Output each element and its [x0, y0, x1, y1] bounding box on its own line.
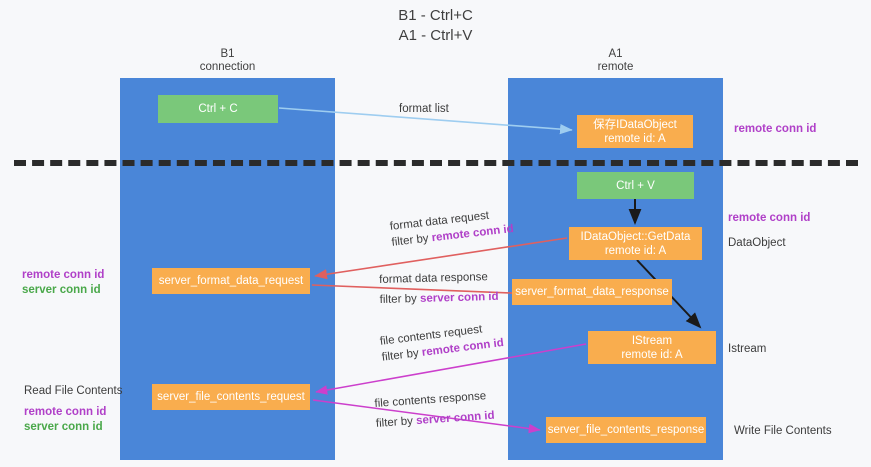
filter-key-server-conn-id: server conn id — [415, 409, 495, 428]
lane-header-a1-name: A1 — [608, 48, 623, 60]
annotation-read-file-contents: Read File Contents — [24, 385, 123, 397]
node-save-idataobject-label: 保存IDataObject — [593, 118, 677, 131]
filter-prefix: filter by — [379, 292, 421, 306]
filter-key-server-conn-id: server conn id — [419, 290, 499, 305]
edge-label-format-data-response: format data response filter by server co… — [379, 269, 499, 308]
node-server-format-data-request-label: server_format_data_request — [158, 275, 304, 287]
node-server-format-data-request[interactable]: server_format_data_request — [152, 268, 310, 294]
section-divider — [14, 160, 858, 166]
node-server-format-data-response[interactable]: server_format_data_response — [512, 279, 672, 305]
node-server-format-data-response-label: server_format_data_response — [515, 286, 669, 298]
edge-label-format-data-response-title: format data response — [379, 271, 489, 286]
edge-label-file-contents-response: file contents response filter by server … — [374, 388, 495, 432]
node-idataobject-getdata-label: IDataObject::GetData — [580, 230, 691, 243]
lane-header-a1: A1 remote — [508, 48, 723, 74]
node-server-file-contents-response-label: server_file_contents_response — [547, 424, 705, 436]
node-istream-label: IStream — [631, 334, 673, 347]
annotation-remote-conn-id-mid: remote conn id — [728, 212, 811, 224]
node-ctrl-v[interactable]: Ctrl + V — [577, 172, 694, 199]
filter-prefix: filter by — [391, 232, 433, 249]
annotation-remote-conn-id-top: remote conn id — [734, 123, 817, 135]
node-ctrl-c-label: Ctrl + C — [198, 103, 238, 115]
node-idataobject-getdata[interactable]: IDataObject::GetData remote id: A — [569, 227, 702, 260]
node-ctrl-c[interactable]: Ctrl + C — [158, 95, 278, 123]
edge-label-format-list-text: format list — [399, 103, 449, 115]
filter-prefix: filter by — [375, 415, 417, 430]
page-title: B1 - Ctrl+C A1 - Ctrl+V — [0, 6, 871, 46]
page-title-line-1: B1 - Ctrl+C — [398, 7, 473, 24]
node-save-idataobject-remote-id: remote id: A — [604, 132, 666, 145]
annotation-istream: Istream — [728, 343, 767, 355]
filter-prefix: filter by — [381, 346, 423, 364]
node-idataobject-getdata-remote-id: remote id: A — [604, 244, 667, 257]
annotation-left-server-conn-id-mid: server conn id — [22, 284, 101, 296]
lane-header-a1-role: remote — [597, 61, 634, 73]
edge-label-file-contents-response-filter: filter by server conn id — [375, 408, 495, 432]
edge-label-file-contents-request: file contents request filter by remote c… — [379, 319, 505, 366]
node-server-file-contents-request[interactable]: server_file_contents_request — [152, 384, 310, 410]
node-istream[interactable]: IStream remote id: A — [588, 331, 716, 364]
edge-label-format-data-response-filter: filter by server conn id — [380, 289, 499, 308]
annotation-left-server-conn-id-bottom: server conn id — [24, 421, 103, 433]
edge-label-format-list: format list — [399, 101, 449, 117]
annotation-write-file-contents: Write File Contents — [734, 425, 832, 437]
edge-label-format-data-request: format data request filter by remote con… — [389, 205, 515, 251]
lane-header-b1: B1 connection — [120, 48, 335, 74]
annotation-left-conn-ids-mid: remote conn id server conn id — [22, 268, 104, 298]
node-istream-remote-id: remote id: A — [621, 348, 683, 361]
node-save-idataobject[interactable]: 保存IDataObject remote id: A — [577, 115, 693, 148]
node-server-file-contents-request-label: server_file_contents_request — [157, 391, 305, 403]
lane-header-b1-role: connection — [199, 61, 256, 73]
lane-header-b1-name: B1 — [220, 48, 235, 60]
annotation-left-remote-conn-id-mid: remote conn id — [22, 269, 105, 281]
annotation-left-read-file-contents-block: Read File Contents remote conn id server… — [24, 384, 122, 435]
annotation-dataobject: DataObject — [728, 237, 786, 249]
node-ctrl-v-label: Ctrl + V — [616, 179, 655, 192]
page-title-line-2: A1 - Ctrl+V — [398, 27, 473, 44]
node-server-file-contents-response[interactable]: server_file_contents_response — [546, 417, 706, 443]
annotation-left-remote-conn-id-bottom: remote conn id — [24, 406, 107, 418]
